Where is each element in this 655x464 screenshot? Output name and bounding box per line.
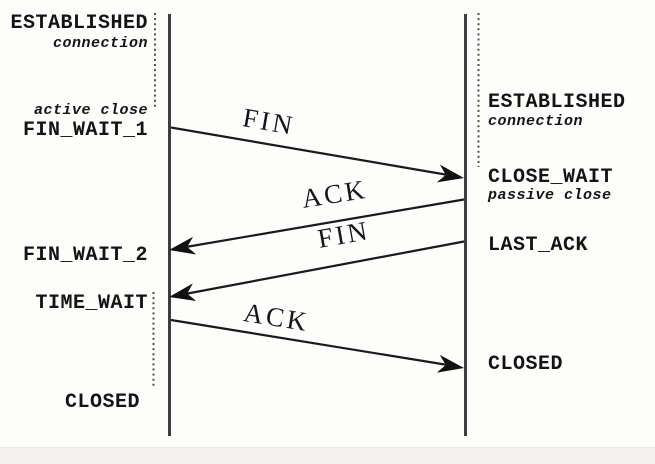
right-state-last-ack: LAST_ACK	[488, 234, 589, 257]
right-established-note: connection	[488, 113, 584, 130]
fin-arrow-2-shaft	[176, 240, 465, 297]
ack-arrow-1	[169, 198, 465, 255]
fin-arrow-2	[169, 240, 465, 302]
fin-arrow-1-head-icon	[436, 164, 464, 183]
left-state-closed: CLOSED	[64, 391, 140, 414]
left-state-time-wait: TIME_WAIT	[35, 292, 148, 315]
fin-arrow-2-head-icon	[169, 283, 197, 302]
right-passive-close-note: passive close	[488, 187, 612, 204]
left-state-fin-wait-1: FIN_WAIT_1	[22, 119, 148, 142]
right-state-established: ESTABLISHED	[488, 91, 626, 114]
left-state-fin-wait-2: FIN_WAIT_2	[22, 244, 148, 267]
left-active-close-note: active close	[33, 102, 148, 119]
fin-arrow-1-shaft	[170, 126, 458, 178]
ack-arrow-1-shaft	[176, 198, 465, 250]
fin-arrow-1	[170, 126, 464, 183]
ack-arrow-2	[170, 318, 464, 373]
ack-arrow-1-head-icon	[169, 236, 197, 255]
left-established-note: connection	[52, 35, 148, 52]
left-state-established: ESTABLISHED	[10, 12, 148, 35]
right-state-closed: CLOSED	[488, 353, 564, 376]
page-bottom-strip	[0, 447, 655, 464]
right-state-close-wait: CLOSE_WAIT	[488, 166, 614, 189]
ack-arrow-2-head-icon	[436, 354, 464, 373]
ack-arrow-2-shaft	[170, 318, 458, 368]
